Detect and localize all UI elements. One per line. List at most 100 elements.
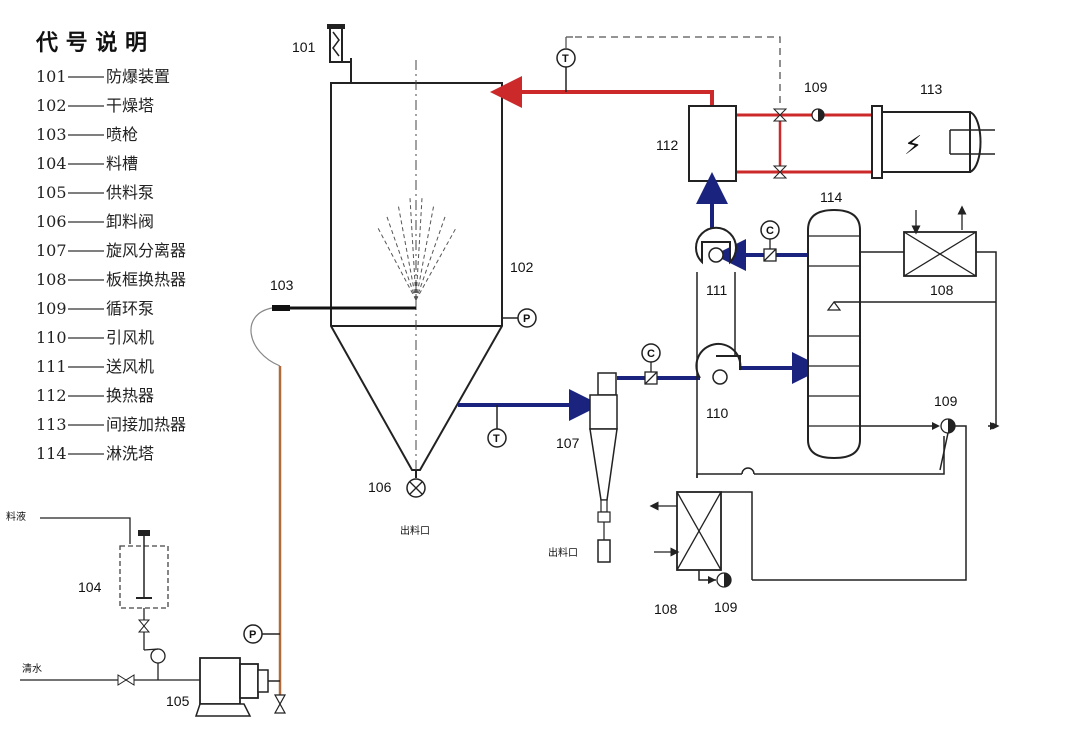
circulation-pump-top xyxy=(811,108,825,122)
pressure-gauge-symbol: P xyxy=(523,313,530,325)
discharge-valve xyxy=(406,470,426,498)
scrubber-trays xyxy=(808,235,860,427)
feed-check-valve-icon xyxy=(273,694,287,706)
scrubbing-tower xyxy=(807,208,861,460)
hot-loop-valves xyxy=(772,108,788,179)
legend-name: 防爆装置 xyxy=(106,67,170,86)
legend-row: 111 送风机 xyxy=(36,357,154,376)
feed-pressure-gauge-icon xyxy=(243,624,263,644)
label-111: 111 xyxy=(706,282,727,298)
spray-pattern xyxy=(377,197,457,301)
feed-liquid-text: 料液 xyxy=(6,510,26,523)
heat-exchanger xyxy=(688,105,737,182)
legend-code: 106 xyxy=(36,212,67,231)
label-109-top: 109 xyxy=(804,79,828,95)
legend-code: 114 xyxy=(36,444,67,463)
legend-code: 104 xyxy=(36,154,67,173)
legend-row: 112 换热器 xyxy=(36,386,154,405)
legend-code: 107 xyxy=(36,241,67,260)
label-110: 110 xyxy=(706,405,729,421)
spray-gun xyxy=(250,305,416,367)
legend-code: 102 xyxy=(36,96,67,115)
hot-air-lines xyxy=(490,76,872,174)
legend-code: 113 xyxy=(36,415,67,434)
legend-name: 板框换热器 xyxy=(106,270,186,289)
legend-code: 103 xyxy=(36,125,67,144)
label-108-top: 108 xyxy=(930,282,954,298)
label-101: 101 xyxy=(292,39,316,55)
label-113: 113 xyxy=(920,81,943,97)
cyclone-separator xyxy=(589,372,618,563)
legend-name: 供料泵 xyxy=(106,183,154,202)
legend-name: 料槽 xyxy=(106,154,138,173)
supply-fan xyxy=(695,226,737,265)
clean-water-line xyxy=(20,663,200,686)
legend-name: 间接加热器 xyxy=(106,415,186,434)
control-lower-icon xyxy=(641,343,661,363)
legend-title: 代 号 说 明 xyxy=(35,30,147,56)
control-upper-icon xyxy=(760,220,780,240)
explosion-proof-device xyxy=(327,24,352,82)
legend-name: 淋洗塔 xyxy=(106,444,154,463)
duct-temperature-symbol: T xyxy=(493,433,500,445)
control-upper-symbol: C xyxy=(766,225,774,237)
legend-row: 113 间接加热器 xyxy=(36,415,186,434)
clean-water-text: 清水 xyxy=(22,662,42,675)
legend-name: 循环泵 xyxy=(106,299,154,318)
label-106: 106 xyxy=(368,479,392,495)
circulation-pump-bottom xyxy=(708,572,732,588)
control-damper-lower xyxy=(641,343,661,385)
legend-code: 111 xyxy=(36,357,67,376)
plate-heat-exchanger-top xyxy=(903,205,977,277)
feed-pressure-symbol: P xyxy=(249,629,256,641)
legend-name: 引风机 xyxy=(106,328,154,347)
legend-code: 112 xyxy=(36,386,67,405)
drying-tower xyxy=(330,60,503,471)
duct-temperature-icon xyxy=(487,428,507,448)
label-114: 114 xyxy=(820,189,843,205)
legend-name: 换热器 xyxy=(106,386,154,405)
outlet-text-1: 出料口 xyxy=(400,524,430,537)
circulation-pump-right xyxy=(932,418,956,434)
control-damper-upper xyxy=(760,220,780,262)
legend-row: 102 干燥塔 xyxy=(36,96,154,115)
legend-row: 106 卸料阀 xyxy=(36,212,154,231)
legend-name: 喷枪 xyxy=(106,125,138,144)
power-icon: ⚡ xyxy=(904,131,922,161)
legend-name: 旋风分离器 xyxy=(106,241,186,260)
label-107: 107 xyxy=(556,435,580,451)
feed-tank xyxy=(40,517,169,664)
label-105: 105 xyxy=(166,693,190,709)
label-108-bottom: 108 xyxy=(654,601,678,617)
plate-heat-exchanger-bottom xyxy=(649,491,722,571)
induced-draft-fan xyxy=(695,342,742,385)
legend-code: 101 xyxy=(36,67,67,86)
control-signal-line xyxy=(575,36,781,108)
label-112: 112 xyxy=(656,137,679,153)
legend-name: 送风机 xyxy=(106,357,154,376)
temperature-symbol: T xyxy=(562,53,569,65)
feed-pump xyxy=(194,657,280,717)
cold-air-lines xyxy=(458,172,824,421)
outlet-text-2: 出料口 xyxy=(548,546,578,559)
indirect-heater xyxy=(871,105,995,179)
legend-row: 103 喷枪 xyxy=(36,125,138,144)
label-109-right: 109 xyxy=(934,393,958,409)
legend-row: 101 防爆装置 xyxy=(36,67,170,86)
label-109-bottom: 109 xyxy=(714,599,738,615)
legend-row: 114 淋洗塔 xyxy=(36,444,154,463)
pressure-gauge-icon xyxy=(517,308,537,328)
legend-name: 卸料阀 xyxy=(106,212,154,231)
legend-name: 干燥塔 xyxy=(106,96,154,115)
label-104: 104 xyxy=(78,579,102,595)
spray-nozzle-icon xyxy=(826,301,842,311)
legend-row: 107 旋风分离器 xyxy=(36,241,186,260)
label-102: 102 xyxy=(510,259,534,275)
